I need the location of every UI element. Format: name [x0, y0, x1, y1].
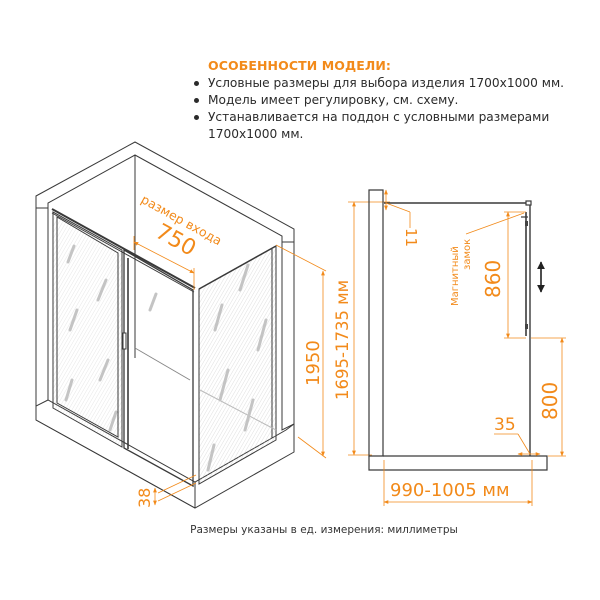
base-height: 38: [135, 488, 154, 508]
height-range: 1695-1735 мм: [333, 280, 352, 400]
feature-item: Модель имеет регулировку, см. схему.: [192, 92, 592, 109]
side-dimensions: [383, 189, 566, 506]
features-list: Условные размеры для выбора изделия 1700…: [192, 75, 592, 143]
bottom-offset: 35: [494, 415, 516, 435]
lower-height: 800: [538, 382, 562, 420]
side-dim-labels: 11 Магнитный замок 860 800 35 990-1005 м…: [390, 228, 562, 501]
side-view: [368, 189, 548, 471]
features-block: ОСОБЕННОСТИ МОДЕЛИ: Условные размеры для…: [192, 58, 592, 143]
height-total: 1950: [303, 340, 324, 386]
magnet-label-line2: замок: [462, 239, 473, 270]
feature-item: Условные размеры для выбора изделия 1700…: [192, 75, 592, 92]
footnote: Размеры указаны в ед. измерения: миллиме…: [190, 524, 458, 536]
features-title: ОСОБЕННОСТИ МОДЕЛИ:: [208, 58, 392, 73]
iso-dim-labels: размер входа 750 1950 1695-1735 мм 38: [135, 192, 352, 508]
upper-height: 860: [481, 260, 505, 298]
feature-item: Устанавливается на поддон с условными ра…: [192, 109, 592, 143]
magnet-label-line1: Магнитный: [450, 246, 461, 306]
top-gap: 11: [402, 228, 420, 247]
width-range: 990-1005 мм: [390, 480, 510, 501]
isometric-view: [35, 141, 295, 509]
